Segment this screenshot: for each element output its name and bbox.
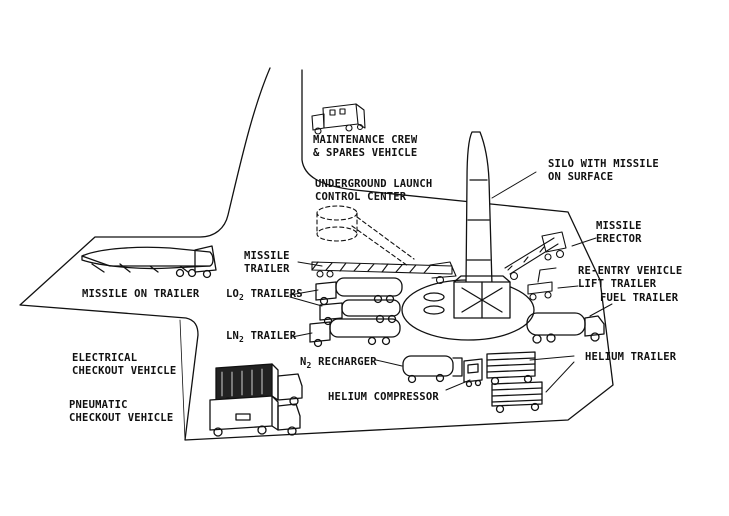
underground-lcc-label: UNDERGROUND LAUNCH CONTROL CENTER	[315, 178, 433, 203]
pneumatic-checkout-vehicle	[209, 395, 301, 437]
ln2-trailer	[309, 318, 401, 348]
missile-erector-label: MISSILE ERECTOR	[596, 220, 642, 245]
reentry-lift-trailer	[527, 267, 557, 301]
reentry-lift-trailer-label: RE-ENTRY VEHICLE LIFT TRAILER	[578, 265, 683, 290]
pneumatic-checkout-label: PNEUMATIC CHECKOUT VEHICLE	[69, 399, 174, 424]
maintenance-crew-label: MAINTENANCE CREW & SPARES VEHICLE	[313, 134, 418, 159]
silo-with-missile	[401, 131, 535, 341]
n2-recharger-label: N2 RECHARGER	[300, 356, 377, 370]
helium-compressor-label: HELIUM COMPRESSOR	[328, 391, 439, 403]
missile-trailer-vehicle	[311, 261, 457, 285]
fuel-trailer-label: FUEL TRAILER	[600, 292, 679, 304]
missile-on-trailer-vehicle	[81, 245, 217, 279]
fuel-trailer	[526, 312, 605, 344]
helium-trailer-label: HELIUM TRAILER	[585, 351, 677, 363]
silo-label: SILO WITH MISSILE ON SURFACE	[548, 158, 659, 183]
road-edge	[179, 319, 186, 441]
helium-trailers	[486, 351, 543, 414]
electrical-checkout-label: ELECTRICAL CHECKOUT VEHICLE	[72, 352, 177, 377]
missile-on-trailer-label: MISSILE ON TRAILER	[82, 288, 200, 300]
lo2-trailers-label: LO2 TRAILERS	[226, 288, 303, 302]
underground-launch-control-center	[316, 205, 415, 267]
ln2-trailer-label: LN2 TRAILER	[226, 330, 297, 344]
missile-trailer-label: MISSILE TRAILER	[244, 250, 290, 275]
lo2-trailers	[315, 277, 403, 326]
maintenance-crew-vehicle	[311, 103, 366, 135]
leader-lines	[289, 171, 613, 393]
helium-compressor-unit	[463, 358, 483, 388]
n2-recharger-vehicle	[402, 355, 463, 384]
missile-erector	[504, 231, 567, 281]
ground-pad-outline	[19, 67, 614, 441]
